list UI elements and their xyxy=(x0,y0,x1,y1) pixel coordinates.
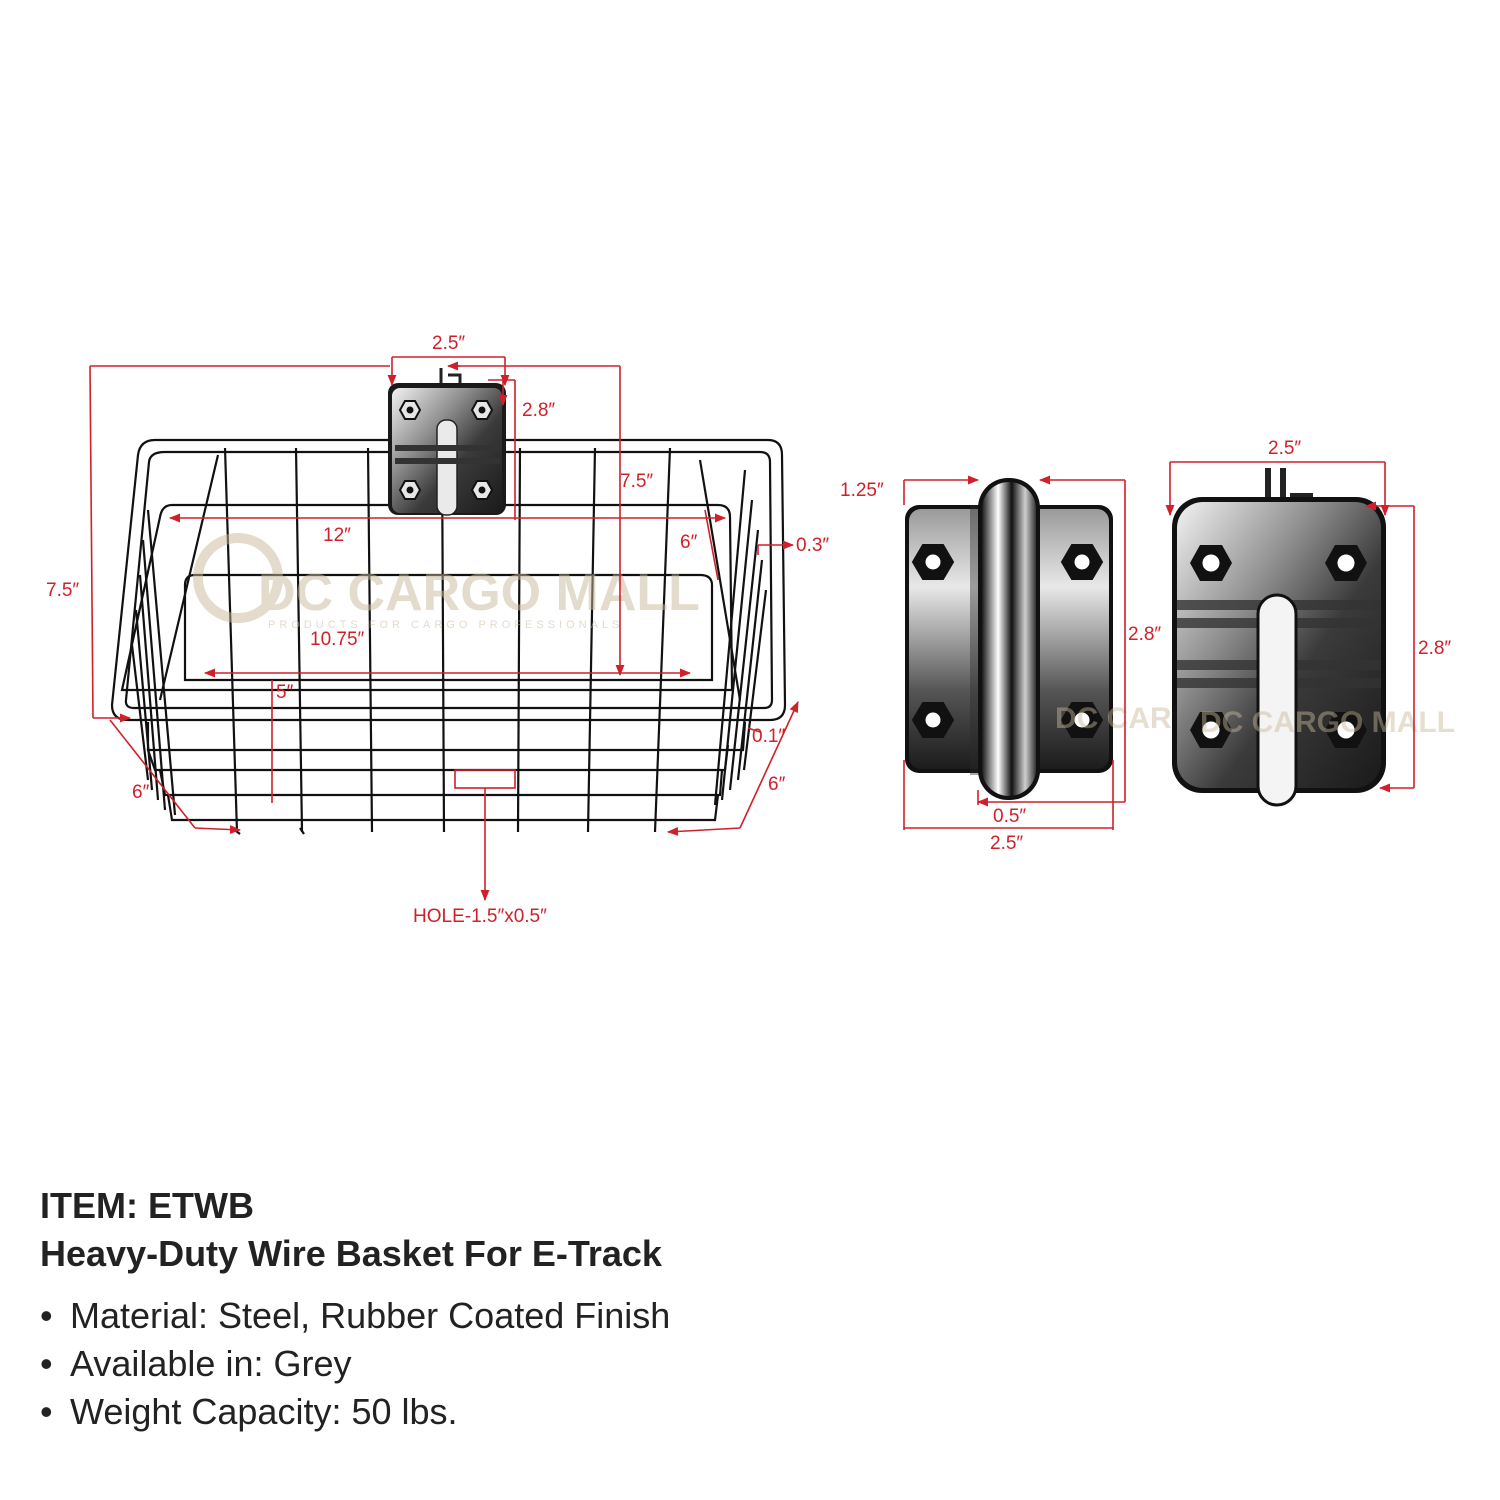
product-title: Heavy-Duty Wire Basket For E-Track xyxy=(40,1233,662,1274)
svg-text:7.5″: 7.5″ xyxy=(46,580,79,601)
svg-text:PRODUCTS FOR CARGO PROFESSIONA: PRODUCTS FOR CARGO PROFESSIONALS xyxy=(268,619,623,631)
basket-bracket-illustration xyxy=(388,368,506,516)
svg-text:2.5″: 2.5″ xyxy=(1268,438,1301,459)
svg-text:2.5″: 2.5″ xyxy=(990,833,1023,854)
product-info: ITEM: ETWB Heavy-Duty Wire Basket For E-… xyxy=(40,1185,1440,1439)
svg-text:2.8″: 2.8″ xyxy=(1128,624,1161,645)
svg-text:0.1″: 0.1″ xyxy=(752,726,785,747)
svg-text:6″: 6″ xyxy=(132,782,150,803)
basket-dimension-lines xyxy=(89,356,799,902)
spec-capacity-text: Weight Capacity: 50 lbs. xyxy=(70,1391,458,1432)
basket-dimension-labels: 2.5″ 2.8″ 7.5″ 12″ 6″ 0.3″ 7.5″ 10.75″ 5… xyxy=(46,333,829,927)
svg-text:6″: 6″ xyxy=(680,532,698,553)
side-view-dimension-labels: 1.25″ 2.8″ 0.5″ 2.5″ xyxy=(840,480,1161,854)
spec-material: •Material: Steel, Rubber Coated Finish xyxy=(40,1295,671,1336)
svg-text:10.75″: 10.75″ xyxy=(310,629,365,650)
svg-text:DC CARGO MALL: DC CARGO MALL xyxy=(258,564,700,622)
hole-outline xyxy=(454,769,516,789)
svg-text:HOLE-1.5″x0.5″: HOLE-1.5″x0.5″ xyxy=(413,906,547,927)
watermark-front-view: DC CARGO MALL xyxy=(1200,706,1455,739)
spec-color: •Available in: Grey xyxy=(40,1343,352,1384)
bracket-front-view-illustration xyxy=(1172,468,1386,807)
product-dimension-drawing: DC CARGO MALL PRODUCTS FOR CARGO PROFESS… xyxy=(46,333,1455,927)
svg-text:1.25″: 1.25″ xyxy=(840,480,884,501)
svg-text:2.8″: 2.8″ xyxy=(522,400,555,421)
side-view-dimension-lines xyxy=(903,475,1126,830)
front-view-dimension-labels: 2.5″ 2.8″ xyxy=(1268,438,1451,659)
svg-text:2.8″: 2.8″ xyxy=(1418,638,1451,659)
spec-color-text: Available in: Grey xyxy=(70,1343,352,1384)
svg-text:0.5″: 0.5″ xyxy=(993,806,1026,827)
bracket-side-view-illustration xyxy=(905,478,1113,800)
svg-text:7.5″: 7.5″ xyxy=(620,471,653,492)
spec-material-text: Material: Steel, Rubber Coated Finish xyxy=(70,1295,671,1336)
svg-text:2.5″: 2.5″ xyxy=(432,333,465,354)
front-view-dimension-lines xyxy=(1165,461,1415,793)
svg-text:12″: 12″ xyxy=(323,525,351,546)
svg-text:DC CARGO MALL: DC CARGO MALL xyxy=(1200,706,1455,739)
svg-text:6″: 6″ xyxy=(768,774,786,795)
svg-text:5″: 5″ xyxy=(276,682,294,703)
svg-text:0.3″: 0.3″ xyxy=(796,535,829,556)
watermark-basket: DC CARGO MALL PRODUCTS FOR CARGO PROFESS… xyxy=(193,533,700,631)
spec-capacity: •Weight Capacity: 50 lbs. xyxy=(40,1391,458,1432)
item-code: ITEM: ETWB xyxy=(40,1185,254,1226)
